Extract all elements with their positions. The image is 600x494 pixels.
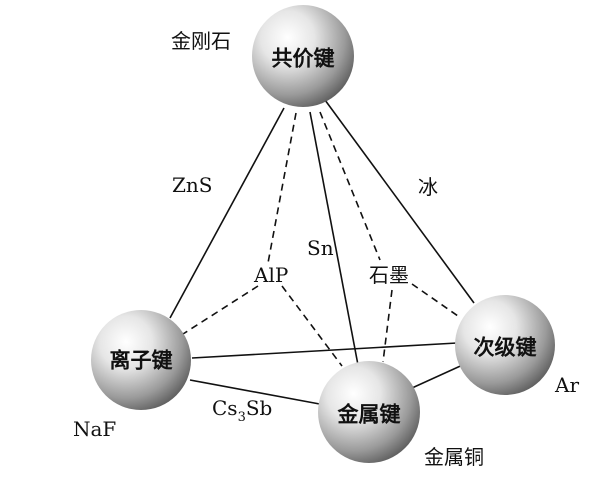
label-argon: Ar	[554, 373, 579, 397]
label-diamond: 金刚石	[171, 29, 231, 53]
label-cs3sb-base: Cs	[212, 396, 238, 420]
label-cs3sb: Cs3Sb	[212, 396, 272, 425]
node-covalent-label: 共价键	[272, 46, 335, 71]
node-ionic: 离子键	[91, 310, 191, 410]
node-covalent: 共价键	[252, 5, 354, 107]
dashed-alp-ionic	[183, 286, 258, 334]
node-vdw: 次级键	[455, 295, 555, 395]
label-ice: 冰	[418, 175, 438, 199]
label-alp: AlP	[253, 263, 288, 287]
label-sn: Sn	[307, 236, 334, 260]
label-zns: ZnS	[172, 173, 212, 197]
node-vdw-label: 次级键	[474, 335, 537, 360]
node-ionic-label: 离子键	[110, 348, 173, 373]
dashed-graphite-vdw	[412, 284, 458, 316]
label-cs3sb-tail: Sb	[246, 396, 273, 420]
node-metallic-label: 金属键	[337, 402, 401, 427]
label-naf: NaF	[73, 417, 116, 441]
edge-ionic-vdw	[192, 343, 457, 358]
dashed-covalent-alp	[268, 113, 296, 263]
label-cs3sb-sub: 3	[238, 410, 246, 425]
label-copper: 金属铜	[424, 445, 484, 469]
dashed-graphite-metallic	[383, 290, 392, 362]
node-metallic: 金属键	[318, 361, 420, 463]
label-graphite: 石墨	[369, 263, 409, 287]
dashed-alp-metallic	[282, 286, 342, 366]
